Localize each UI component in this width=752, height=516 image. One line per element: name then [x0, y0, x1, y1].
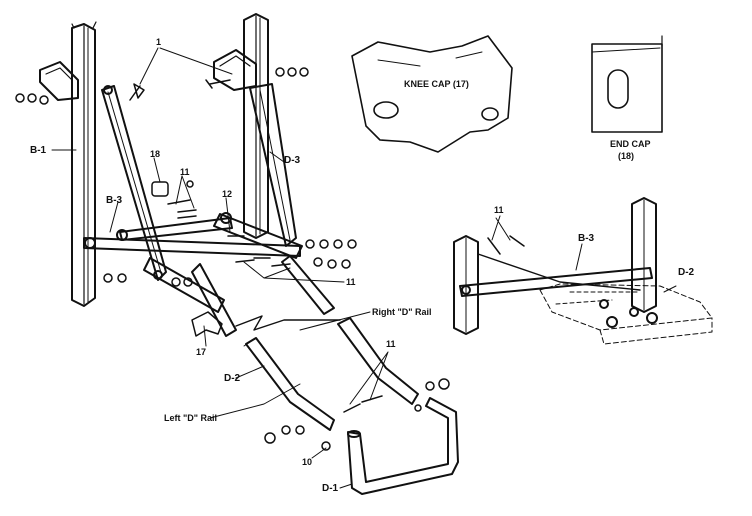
- left-diagonal-brace: [101, 85, 167, 281]
- callout-b3-right: B-3: [578, 233, 595, 244]
- end-cap-title: END CAP: [610, 139, 651, 149]
- left-rail-label: Left "D" Rail: [164, 413, 218, 423]
- end-cap-number: (18): [618, 151, 635, 161]
- b3-crossbar: [83, 217, 301, 257]
- d3-bar: [249, 83, 297, 247]
- leader-lines: [51, 47, 389, 489]
- front-rails: [143, 212, 335, 337]
- callout-b1: B-1: [30, 145, 47, 156]
- callout-10: 10: [302, 457, 313, 467]
- left-upright-post: [39, 21, 97, 307]
- right-upright-post: [213, 13, 269, 239]
- callout-12: 12: [222, 189, 233, 199]
- callout-d2-bottom: D-2: [224, 373, 241, 384]
- callout-11-c: 11: [386, 339, 396, 349]
- d2-lower-rails: [243, 317, 419, 431]
- callout-d1: D-1: [322, 483, 339, 494]
- callout-18: 18: [150, 149, 161, 159]
- right-subassembly: [453, 197, 713, 345]
- d1-handle: [347, 397, 459, 495]
- callout-11-b: 11: [346, 277, 356, 287]
- right-rail-label: Right "D" Rail: [372, 307, 432, 317]
- knee-cap-part: [191, 311, 223, 337]
- callout-11-a: 11: [180, 167, 190, 177]
- callout-11-d: 11: [494, 205, 504, 215]
- knee-cap-inset: [351, 35, 513, 153]
- callout-1: 1: [156, 37, 162, 47]
- callout-d2-right: D-2: [678, 267, 695, 278]
- callout-d3: D-3: [284, 155, 301, 166]
- callout-b3-left: B-3: [106, 195, 123, 206]
- knee-cap-label: KNEE CAP (17): [404, 79, 469, 89]
- hardware: [15, 67, 450, 451]
- end-cap-inset: [591, 35, 663, 133]
- callout-17: 17: [196, 347, 207, 357]
